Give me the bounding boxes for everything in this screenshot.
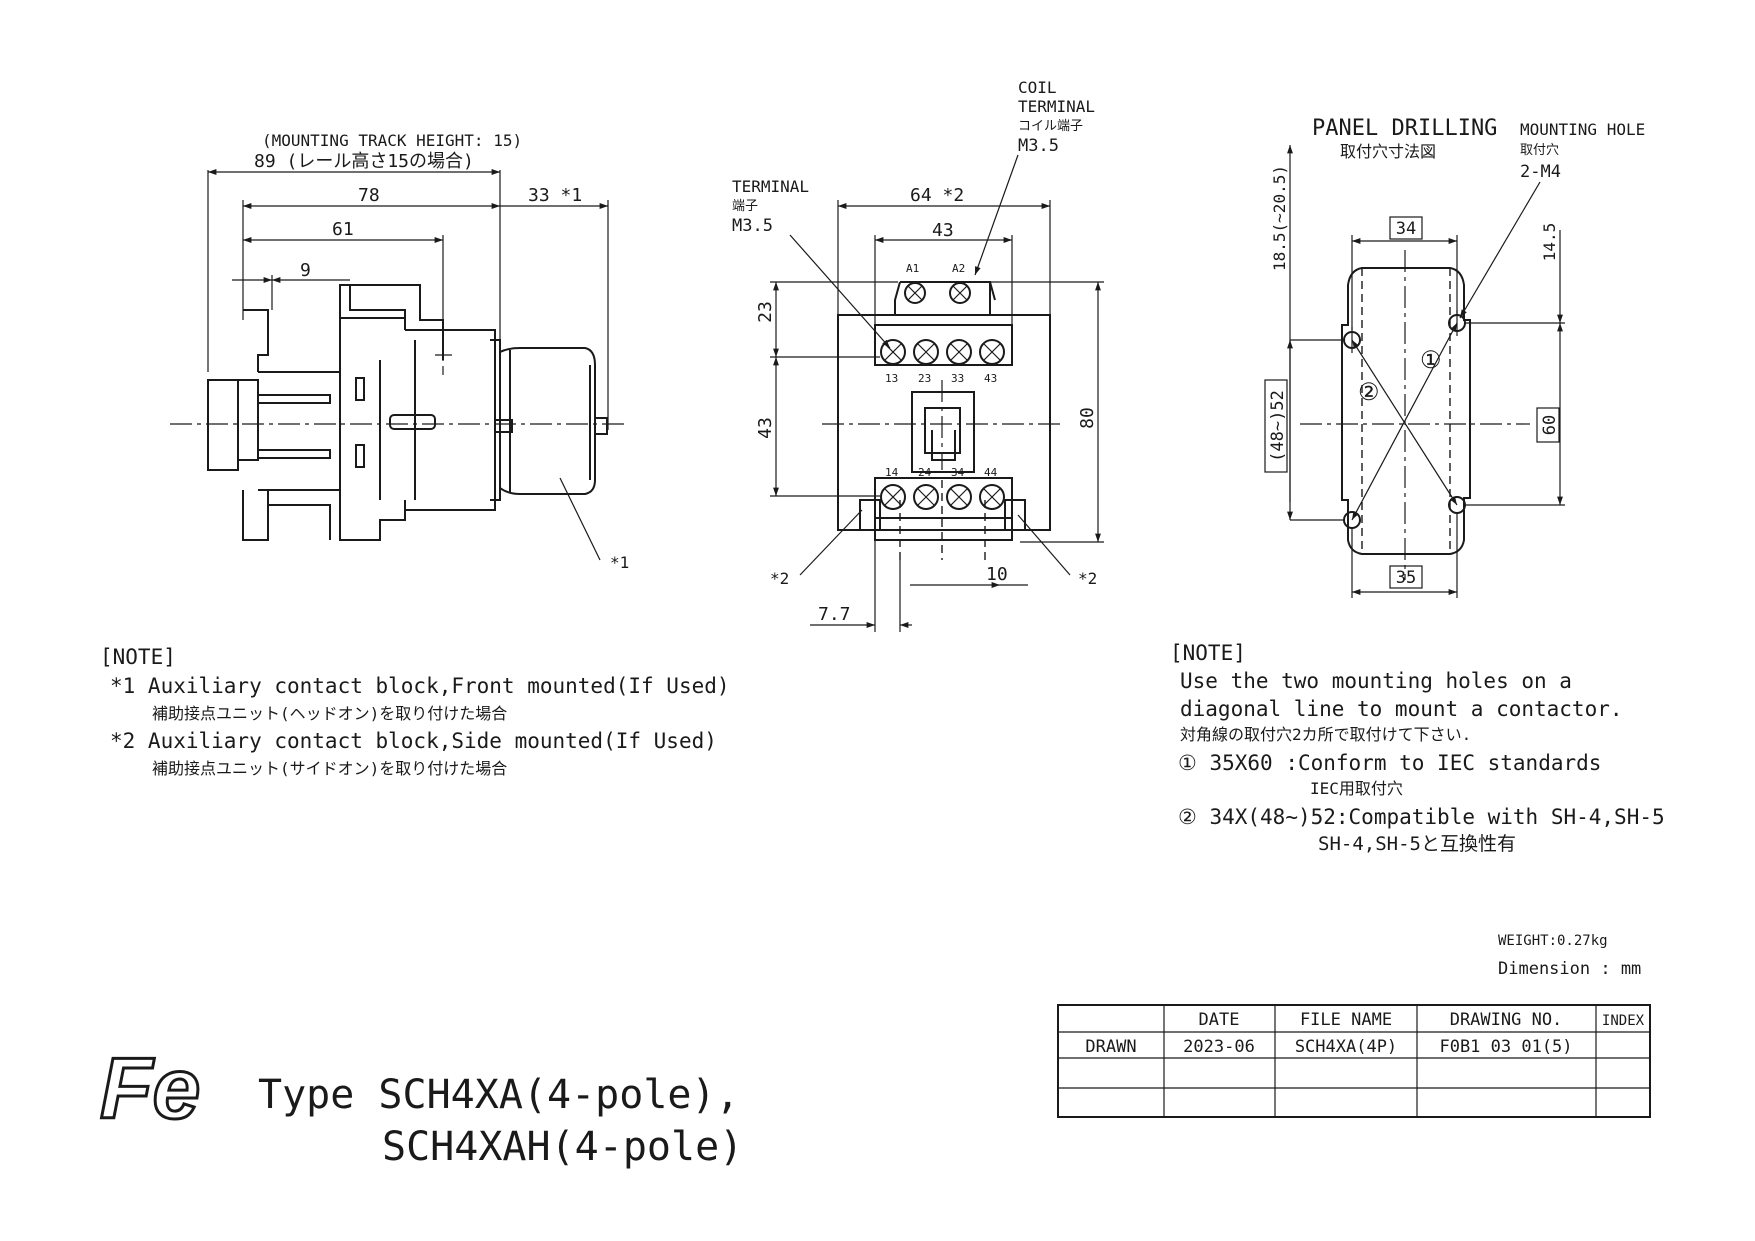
dim-23: 23 [755, 301, 776, 323]
drilling-title: PANEL DRILLING [1312, 116, 1497, 141]
note-left-line1: *1 Auxiliary contact block,Front mounted… [110, 674, 730, 698]
note-left-line2-jp: 補助接点ユニット(サイドオン)を取り付けた場合 [152, 759, 507, 778]
coil-label-1: COIL [1018, 78, 1057, 97]
dim-10: 10 [986, 564, 1008, 585]
header-date: DATE [1199, 1010, 1240, 1030]
fe-logo: Fe [99, 1040, 202, 1139]
terminal-23: 23 [918, 372, 931, 385]
dim-14-5: 14.5 [1540, 223, 1559, 262]
note-left-heading: [NOTE] [100, 645, 176, 669]
logo-text: Fe [100, 1041, 200, 1137]
callout-2-right: *2 [1078, 569, 1097, 588]
dim-48-52: (48~)52 [1268, 390, 1288, 462]
row-drawn-label: DRAWN [1085, 1037, 1136, 1057]
note-right: [NOTE] Use the two mounting holes on a d… [1170, 641, 1665, 855]
note-right-line3-jp: 対角線の取付穴2カ所で取付けて下さい. [1180, 725, 1471, 744]
coil-terminal-a2: A2 [952, 262, 965, 275]
dim-43-side: 43 [755, 417, 776, 439]
dim-80: 80 [1077, 407, 1098, 429]
circle-2-label: ② [1358, 378, 1380, 406]
coil-label-3: コイル端子 [1018, 119, 1083, 134]
dim-9: 9 [300, 260, 311, 281]
dim-43-top: 43 [932, 220, 954, 241]
note-left-line2: *2 Auxiliary contact block,Side mounted(… [110, 729, 717, 753]
panel-drilling-view: PANEL DRILLING 取付穴寸法図 MOUNTING HOLE 取付穴 … [1264, 116, 1645, 598]
note-right-heading: [NOTE] [1170, 641, 1246, 665]
bottom-terminal-row [880, 484, 1005, 510]
note-right-item1-jp: IEC用取付穴 [1310, 779, 1403, 798]
circle-1-label: ① [1420, 346, 1442, 374]
coil-label-4: M3.5 [1018, 136, 1059, 156]
coil-terminal-a1: A1 [906, 262, 919, 275]
coil-label-2: TERMINAL [1018, 97, 1095, 116]
hole-label-3: 2-M4 [1520, 162, 1561, 182]
track-height-note: (MOUNTING TRACK HEIGHT: 15) [262, 131, 522, 150]
dim-60: 60 [1540, 415, 1560, 435]
callout-1: *1 [610, 553, 629, 572]
header-file-name: FILE NAME [1300, 1010, 1392, 1030]
hole-label-2: 取付穴 [1520, 143, 1559, 158]
title-block: DATE FILE NAME DRAWING NO. INDEX DRAWN 2… [1057, 1004, 1651, 1118]
cell-drawing-no: F0B1 03 01(5) [1439, 1037, 1572, 1057]
terminal-13: 13 [885, 372, 898, 385]
hole-label-1: MOUNTING HOLE [1520, 120, 1645, 139]
note-right-item2-jp: SH-4,SH-5と互換性有 [1318, 833, 1516, 855]
dim-64: 64 *2 [910, 185, 964, 206]
note-left-line1-jp: 補助接点ユニット(ヘッドオン)を取り付けた場合 [152, 704, 507, 723]
dim-89: 89 (レール高さ15の場合) [254, 151, 474, 172]
cell-file-name: SCH4XA(4P) [1295, 1037, 1397, 1057]
dim-61: 61 [332, 219, 354, 240]
callout-2-left: *2 [770, 569, 789, 588]
dim-35: 35 [1396, 568, 1416, 588]
note-right-item2: ② 34X(48~)52:Compatible with SH-4,SH-5 [1178, 805, 1665, 829]
cell-date: 2023-06 [1183, 1037, 1255, 1057]
terminal-43: 43 [984, 372, 997, 385]
type-line-1: Type SCH4XA(4-pole), [258, 1072, 740, 1118]
terminal-44: 44 [984, 466, 998, 479]
top-terminal-row [880, 339, 1005, 365]
terminal-label-3: M3.5 [732, 216, 773, 236]
note-left: [NOTE] *1 Auxiliary contact block,Front … [100, 645, 730, 778]
type-line-2: SCH4XAH(4-pole) [382, 1124, 743, 1170]
note-right-item1: ① 35X60 :Conform to IEC standards [1178, 751, 1601, 775]
dim-78: 78 [358, 185, 380, 206]
header-drawing-no: DRAWING NO. [1450, 1010, 1563, 1030]
terminal-33: 33 [951, 372, 964, 385]
terminal-label-1: TERMINAL [732, 177, 809, 196]
weight-text: WEIGHT:0.27kg [1498, 933, 1608, 949]
terminal-34: 34 [951, 466, 965, 479]
front-view: COIL TERMINAL コイル端子 M3.5 TERMINAL 端子 M3.… [732, 78, 1104, 632]
dim-7-7: 7.7 [818, 604, 851, 625]
header-index: INDEX [1602, 1013, 1645, 1029]
side-view: (MOUNTING TRACK HEIGHT: 15) 89 (レール高さ15の… [170, 131, 629, 572]
drilling-title-jp: 取付穴寸法図 [1340, 142, 1436, 161]
dim-34: 34 [1396, 219, 1416, 239]
dim-33: 33 *1 [528, 185, 582, 206]
dimension-unit: Dimension : mm [1498, 959, 1641, 979]
terminal-24: 24 [918, 466, 932, 479]
note-right-line1: Use the two mounting holes on a [1180, 669, 1572, 693]
terminal-14: 14 [885, 466, 899, 479]
terminal-label-2: 端子 [732, 199, 758, 214]
dim-18-5: 18.5(~20.5) [1270, 165, 1289, 271]
note-right-line2: diagonal line to mount a contactor. [1180, 697, 1623, 721]
